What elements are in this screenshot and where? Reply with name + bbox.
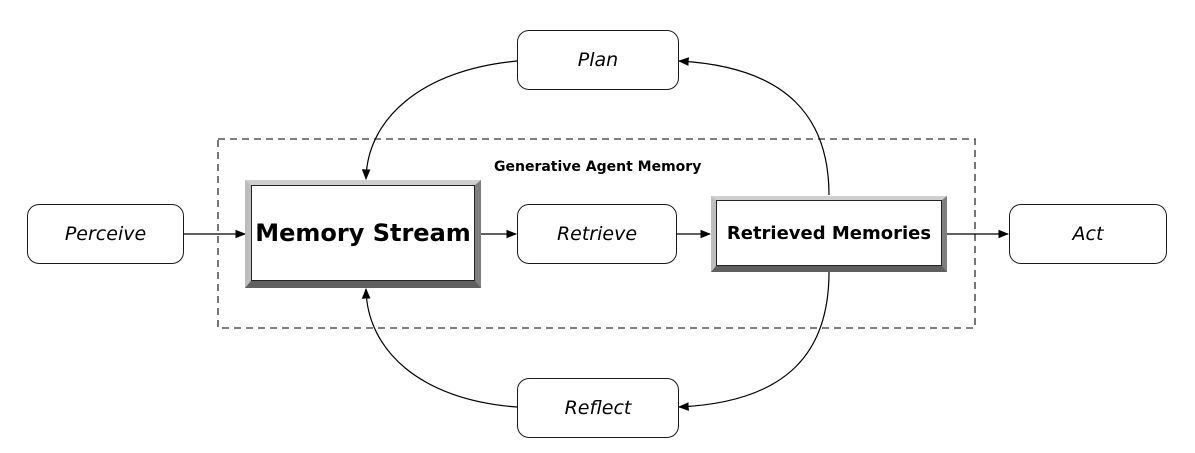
memory-group-boundary: [217, 138, 976, 329]
arrow-retrieved-memories-to-plan: [677, 57, 830, 196]
arrow-plan-to-memory-stream: [361, 60, 518, 181]
reflect-node: Reflect: [517, 378, 679, 438]
arrow-reflect-to-memory-stream: [361, 287, 518, 408]
perceive-node: Perceive: [27, 204, 184, 264]
memory-group-label: Generative Agent Memory: [494, 159, 702, 175]
memory-stream-node: Memory Stream: [245, 180, 481, 288]
memory-stream-label: Memory Stream: [251, 185, 475, 281]
retrieved-memories-node: Retrieved Memories: [711, 196, 947, 272]
plan-node: Plan: [517, 30, 679, 90]
arrow-retrieved-memories-to-reflect: [677, 271, 830, 411]
act-node: Act: [1009, 204, 1167, 264]
retrieve-node: Retrieve: [517, 204, 677, 264]
retrieved-memories-label: Retrieved Memories: [716, 200, 942, 266]
